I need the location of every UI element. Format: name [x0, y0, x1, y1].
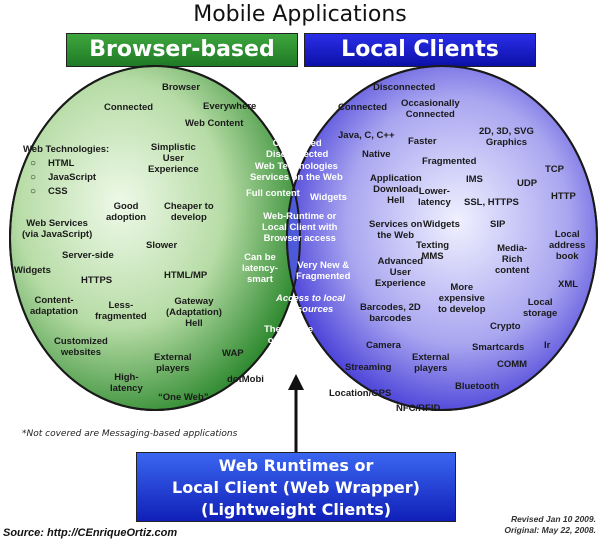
box-line: Web Runtimes or [218, 456, 374, 475]
mid-full-content: Full content [246, 188, 300, 199]
left-connected: Connected [104, 102, 154, 113]
mid-widgets: Widgets [310, 192, 347, 203]
left-slower: Slower [146, 240, 178, 251]
left-dotmobi: dotMobi [227, 374, 264, 385]
left-web-services: Web Services(via JavaScript) [22, 218, 93, 240]
left-one-web: “One Web” [158, 392, 209, 403]
box-line: Local Client (Web Wrapper) [172, 478, 420, 497]
left-gateway: Gateway(Adaptation)Hell [166, 296, 222, 329]
left-web-content: Web Content [185, 118, 244, 129]
left-widgets: Widgets [14, 265, 51, 276]
right-widgets: Widgets [423, 219, 460, 230]
right-disconnected: Disconnected [373, 82, 436, 93]
web-tech-item: JavaScript [28, 171, 96, 185]
right-java: Java, C, C++ [338, 130, 395, 141]
web-tech-item: CSS [28, 185, 96, 199]
right-xml: XML [558, 279, 579, 290]
mid-very-new: Very New &Fragmented [296, 260, 351, 282]
left-content-adaptation: Content-adaptation [30, 295, 79, 317]
arrow-head [288, 374, 304, 390]
right-lower-latency: Lower-latency [418, 186, 451, 208]
left-server-side: Server-side [62, 250, 114, 261]
right-native: Native [362, 149, 391, 160]
right-fragmented: Fragmented [422, 156, 477, 167]
web-runtimes-box: Web Runtimes or Local Client (Web Wrappe… [136, 452, 456, 522]
right-ssl: SSL, HTTPS [464, 197, 519, 208]
left-less-fragmented: Less-fragmented [95, 300, 147, 322]
left-web-tech-list: HTML JavaScript CSS [28, 157, 96, 199]
source-credit: Source: http://CEnriqueOrtiz.com [3, 527, 178, 539]
right-nfc: NFC/RFID [396, 403, 441, 414]
right-connected: Connected [338, 102, 388, 113]
right-smartcards: Smartcards [472, 342, 525, 353]
right-bluetooth: Bluetooth [455, 381, 500, 392]
browser-based-header: Browser-based [66, 33, 298, 67]
right-ims: IMS [466, 174, 483, 185]
right-location: Location/GPS [329, 388, 392, 399]
right-streaming: Streaming [345, 362, 392, 373]
revision-info: Revised Jan 10 2009.Original: May 22, 20… [504, 514, 596, 535]
web-tech-item: HTML [28, 157, 96, 171]
right-faster: Faster [408, 136, 437, 147]
left-everywhere: Everywhere [203, 101, 257, 112]
left-web-tech-title: Web Technologies: [23, 144, 110, 155]
footnote: *Not covered are Messaging-based applica… [22, 429, 238, 439]
right-crypto: Crypto [490, 321, 521, 332]
left-https: HTTPS [81, 275, 113, 286]
right-camera: Camera [366, 340, 401, 351]
right-comm: COMM [497, 359, 528, 370]
left-high-latency: High-latency [110, 372, 143, 394]
right-udp: UDP [517, 178, 538, 189]
left-html-mp: HTML/MP [164, 270, 208, 281]
local-clients-header: Local Clients [304, 33, 536, 67]
right-sip: SIP [490, 219, 506, 230]
diagram-title: Mobile Applications [193, 2, 407, 27]
right-ir: Ir [544, 340, 551, 351]
box-line: (Lightweight Clients) [200, 500, 392, 519]
right-tcp: TCP [545, 164, 564, 175]
left-wap: WAP [222, 348, 244, 359]
left-browser: Browser [162, 82, 201, 93]
right-http: HTTP [551, 191, 576, 202]
